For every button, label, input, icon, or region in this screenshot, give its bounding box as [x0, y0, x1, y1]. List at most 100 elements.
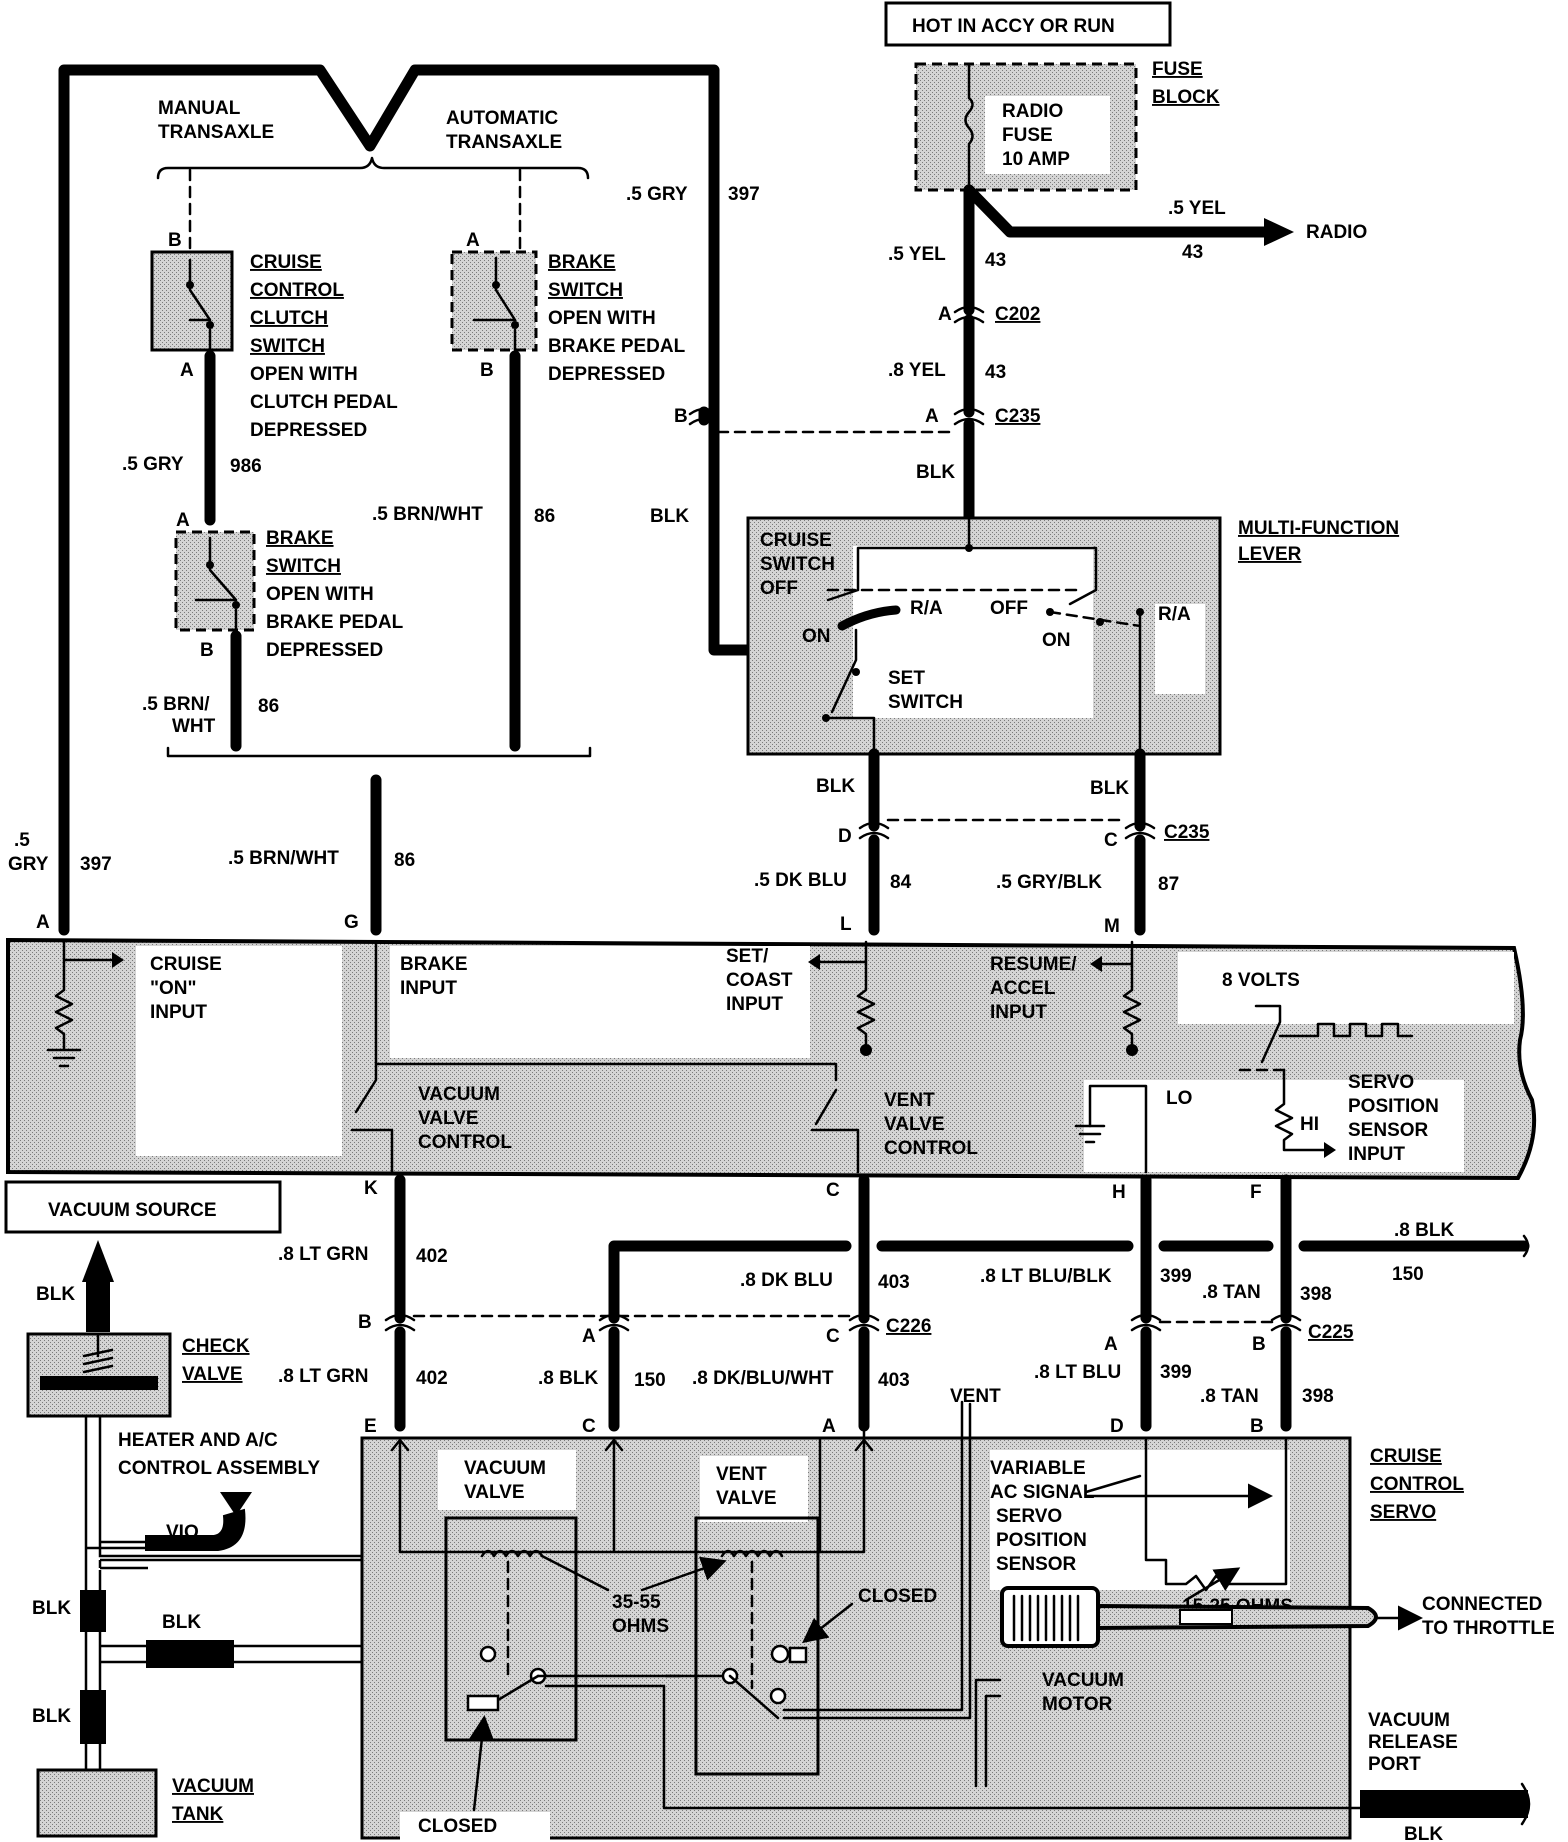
- vacuum-vio: VIO: [166, 1522, 199, 1543]
- vacuum-tank-box: [36, 1768, 158, 1838]
- sensor-1: SERVO: [996, 1506, 1062, 1527]
- wire-blk-left: BLK: [650, 506, 689, 527]
- throttle-1: CONNECTED: [1422, 1594, 1542, 1615]
- pin-a226: A: [582, 1326, 596, 1347]
- pin-sw2-a: A: [466, 230, 480, 251]
- sensor-2: POSITION: [996, 1530, 1087, 1551]
- wire-brnwht-a-num: 86: [534, 506, 555, 527]
- pin-c-mod: C: [826, 1180, 840, 1201]
- mfl-cruise-switch-2: SWITCH: [760, 554, 835, 575]
- c226-c-icon: [848, 1313, 880, 1332]
- clutch-text-5: OPEN WITH: [250, 364, 358, 385]
- vent-valve-2: VALVE: [716, 1488, 777, 1509]
- throttle-2: TO THROTTLE: [1422, 1618, 1555, 1639]
- closed-bottom: CLOSED: [418, 1816, 497, 1837]
- heater-1: HEATER AND A/C: [118, 1430, 278, 1451]
- vent-valve-ctrl-3: CONTROL: [884, 1138, 978, 1159]
- radio-label: RADIO: [1306, 222, 1367, 243]
- c226-b-icon: [384, 1313, 416, 1332]
- connector-c226: C226: [886, 1316, 931, 1337]
- mfl-set-switch-2: SWITCH: [888, 692, 963, 713]
- c225-a-icon: [1130, 1313, 1162, 1332]
- wire-yel-8: .8 YEL: [888, 360, 946, 381]
- ohms1-1: 35-55: [612, 1592, 661, 1613]
- cruise-on-1: CRUISE: [150, 954, 222, 975]
- pin-b225: B: [1252, 1334, 1266, 1355]
- wire-86-auto-stripe: [509, 368, 517, 692]
- wire-dkblu: .5 DK BLU: [754, 870, 847, 891]
- wire-397-gry: [58, 64, 754, 936]
- motor-hose-2: [984, 1694, 1002, 1788]
- pin-sw1-b: B: [168, 230, 182, 251]
- clutch-switch-icon: [188, 258, 212, 352]
- pin-d-srv: D: [1110, 1416, 1124, 1437]
- pin-sw1-a: A: [180, 360, 194, 381]
- release-2: RELEASE: [1368, 1732, 1458, 1753]
- mfl-set-switch-icon: [824, 628, 876, 756]
- heater-2: CONTROL ASSEMBLY: [118, 1458, 320, 1479]
- servo-title-3: SERVO: [1370, 1502, 1436, 1523]
- vacuum-tank-2: TANK: [172, 1804, 224, 1825]
- radio-arrow-icon: [1264, 218, 1294, 246]
- servo-sensor-2: POSITION: [1348, 1096, 1439, 1117]
- brake-auto-text-1: BRAKE: [548, 252, 616, 273]
- vacuum-hose-blk-side: [146, 1640, 234, 1668]
- clutch-text-7: DEPRESSED: [250, 420, 367, 441]
- heater-port-icon: [220, 1492, 252, 1516]
- wire-yel-top-num: 43: [985, 250, 1006, 271]
- lo-ground-icon: [1074, 1124, 1106, 1144]
- pin-g-mod: G: [344, 912, 359, 933]
- closed-bottom-pointer: [469, 1715, 495, 1812]
- wire-gry397-num: 397: [728, 184, 760, 205]
- wire-tan1-num: 398: [1300, 1284, 1332, 1305]
- wire-gry397: .5 GRY: [626, 184, 688, 205]
- clutch-text-4: SWITCH: [250, 336, 325, 357]
- set-coast-1: SET/: [726, 946, 769, 967]
- connector-c235-c-icon: [1124, 821, 1156, 840]
- pin-f: F: [1250, 1182, 1262, 1203]
- bracket-lower: [166, 746, 592, 758]
- wire-blk-d: BLK: [816, 776, 855, 797]
- c225-b-icon: [1270, 1313, 1302, 1332]
- wire-yel-radio-num: 43: [1182, 242, 1203, 263]
- brake-input-2: INPUT: [400, 978, 457, 999]
- wire-blk-center: BLK: [916, 462, 955, 483]
- wire-ltgrn2-num: 402: [416, 1368, 448, 1389]
- pin-sw3-a: A: [176, 510, 190, 531]
- pin-c235-a: A: [925, 406, 939, 427]
- wire-dkblu8: .8 DK BLU: [740, 1270, 833, 1291]
- variable-signal-arrows: [1084, 1476, 1268, 1496]
- vacuum-source-box: [4, 1180, 282, 1234]
- servo-title-2: CONTROL: [1370, 1474, 1464, 1495]
- wire-brnwht-a: .5 BRN/WHT: [372, 504, 483, 525]
- servo-sensor-circuit: [1274, 1068, 1330, 1152]
- fuse-label-2: FUSE: [1002, 125, 1053, 146]
- mfl-ra1: R/A: [910, 598, 943, 619]
- pin-b226: B: [358, 1312, 372, 1333]
- wire-blk8b: .8 BLK: [538, 1368, 598, 1389]
- vacuum-source-label: VACUUM SOURCE: [48, 1200, 217, 1221]
- vent-valve-ctrl-2: VALVE: [884, 1114, 945, 1135]
- power-label: HOT IN ACCY OR RUN: [912, 16, 1115, 37]
- brake-input-1: BRAKE: [400, 954, 468, 975]
- vio-hose-elbow: [145, 1508, 246, 1551]
- wire-brnwht-c: .5 BRN/WHT: [228, 848, 339, 869]
- vent-valve-lever: [728, 1674, 780, 1720]
- pin-e: E: [364, 1416, 377, 1437]
- check-valve-spring-icon: [82, 1332, 114, 1374]
- wire-brnwht-c-num: 86: [394, 850, 415, 871]
- brake-man-text-5: DEPRESSED: [266, 640, 383, 661]
- servo-sensor-4: INPUT: [1348, 1144, 1405, 1165]
- wire-brnwht-b-1: .5 BRN/: [142, 694, 210, 715]
- manual-transaxle-2: TRANSAXLE: [158, 122, 274, 143]
- sensor-wiper-arrow: [1184, 1567, 1241, 1602]
- eight-volt-circuit: [1254, 1004, 1414, 1064]
- pin-k: K: [364, 1178, 378, 1199]
- wire-ltgrn2: .8 LT GRN: [278, 1366, 368, 1387]
- transaxle-dash-links: [188, 168, 522, 254]
- clutch-text-3: CLUTCH: [250, 308, 328, 329]
- eight-volts: 8 VOLTS: [1222, 970, 1300, 991]
- check-valve-2: VALVE: [182, 1364, 243, 1385]
- vent-valve-ctrl-1: VENT: [884, 1090, 935, 1111]
- c226-a-icon: [598, 1313, 630, 1332]
